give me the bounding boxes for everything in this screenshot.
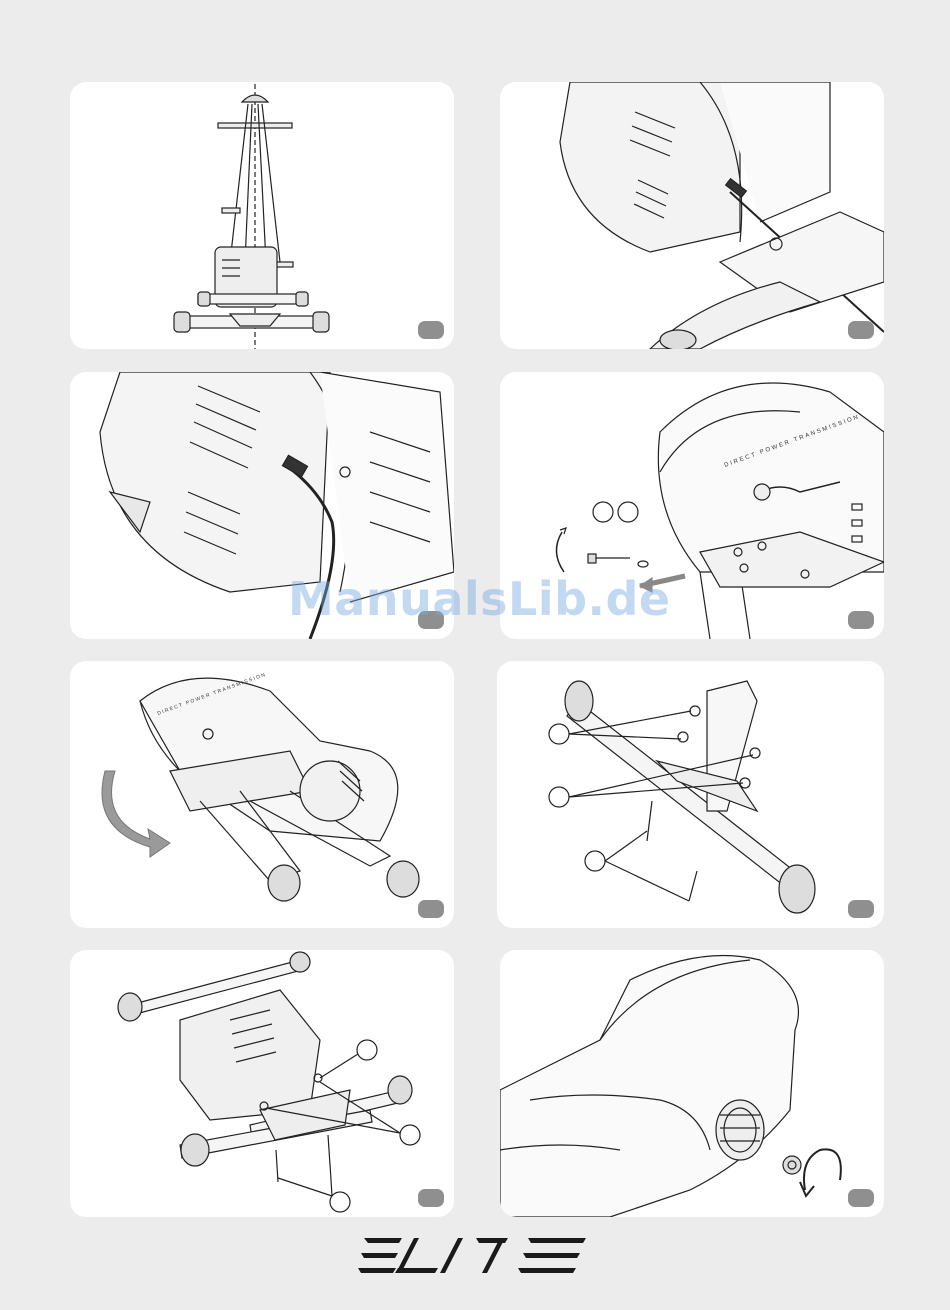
base-screws-illustration [70,950,454,1217]
step-number-badge [848,321,874,339]
trainer-front-view-illustration [70,82,454,349]
rear-leg-assembly-illustration [497,661,884,928]
step-number-badge [418,1189,444,1207]
step-number-badge [848,611,874,629]
instruction-panel-8 [500,950,884,1217]
step-number-badge [848,1189,874,1207]
brand-name: ELITE [588,1238,589,1239]
instruction-panel-1 [70,82,454,349]
trainer-rotate-illustration: DIRECT POWER TRANSMISSION [70,661,454,928]
instruction-panel-6 [497,661,884,928]
step-number-badge [848,900,874,918]
elite-logo: ELITE [358,1238,588,1279]
elite-logo-graphic [358,1238,588,1274]
instruction-panel-5: DIRECT POWER TRANSMISSION [70,661,454,928]
instruction-panel-2 [500,82,884,349]
rotation-arrow-icon [102,771,170,857]
instruction-panel-7 [70,950,454,1217]
cassette-mounting-illustration [500,950,884,1217]
watermark-text: ManualsLib.de [288,572,671,626]
trainer-cable-connection-illustration [500,82,884,349]
step-number-badge [418,321,444,339]
step-number-badge [418,900,444,918]
